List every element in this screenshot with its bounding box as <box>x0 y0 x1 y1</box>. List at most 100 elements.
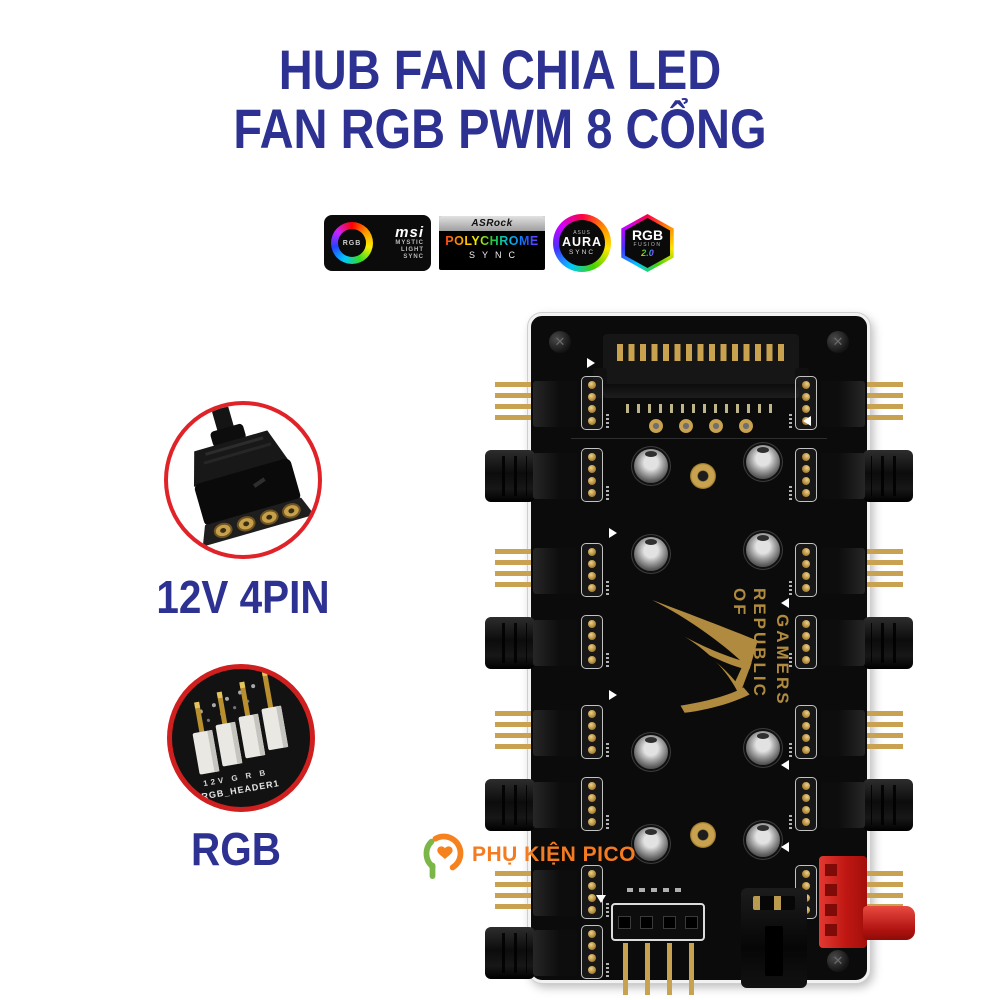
msi-brand: msi <box>395 224 424 241</box>
fan-plug-icon <box>863 450 913 502</box>
mounting-hole <box>690 822 716 848</box>
rgb-header-photo: 12V G R B RGB_HEADER1 <box>167 664 315 812</box>
rgb-sync-logo-strip: RGB msi MYSTIC LIGHT SYNC ASRock POLYCHR… <box>324 213 680 273</box>
pin1-arrow <box>781 598 789 608</box>
rog-text-line1: REPUBLIC OF <box>730 588 769 699</box>
pin-header <box>581 865 609 919</box>
fan-port-right-1 <box>787 375 903 433</box>
pico-p-icon <box>423 833 464 879</box>
capacitor-icon <box>746 823 780 857</box>
asrock-brand: ASRock <box>439 216 545 231</box>
screw-icon <box>827 331 849 353</box>
polychrome-label: POLYCHROME <box>439 234 545 248</box>
asus-aura-sync-logo: ASUS AURA SYNC <box>553 214 611 272</box>
connector-housing <box>533 870 577 916</box>
fusion-label: FUSION <box>633 242 662 248</box>
page-title: HUB FAN CHIA LED FAN RGB PWM 8 CỔNG <box>0 40 1000 158</box>
screw-icon <box>549 331 571 353</box>
fan-pins-icon <box>867 549 903 593</box>
red-connector-cap <box>863 906 915 940</box>
msi-mystic-light-logo: RGB msi MYSTIC LIGHT SYNC <box>324 215 431 271</box>
asrock-polychrome-logo: ASRock POLYCHROME SYNC <box>439 216 545 270</box>
connector-housing <box>533 620 577 666</box>
fan-plug-icon <box>485 450 543 502</box>
connector-housing <box>821 453 865 499</box>
fusion-version: 2.0 <box>641 248 654 258</box>
fan-pins-icon <box>495 871 531 915</box>
fan-port-right-3 <box>787 542 903 600</box>
connector-housing <box>533 453 577 499</box>
rgb-12v-output-header <box>611 903 705 941</box>
label-12v-4pin: 12V 4PIN <box>156 571 330 623</box>
capacitor-icon <box>634 449 668 483</box>
pin-header <box>795 615 817 669</box>
rgb-header-pins <box>623 943 695 995</box>
connector-housing <box>821 782 865 828</box>
title-line-1: HUB FAN CHIA LED <box>278 38 722 101</box>
fan-plug-icon <box>485 779 543 831</box>
pin-header <box>581 448 609 502</box>
connector-housing <box>533 548 577 594</box>
aura-inner: ASUS AURA SYNC <box>559 220 605 266</box>
rgb-header-icon: 12V G R B RGB_HEADER1 <box>192 669 289 802</box>
fan-port-right-5 <box>787 704 903 762</box>
red-connector <box>819 856 867 948</box>
msi-text: msi MYSTIC LIGHT SYNC <box>379 225 424 261</box>
pin1-arrow <box>587 358 595 368</box>
pin1-arrow <box>609 528 617 538</box>
fan-pins-icon <box>867 382 903 426</box>
rog-brand-text: REPUBLIC OF GAMERS <box>729 588 792 734</box>
fan-port-right-4 <box>787 614 913 672</box>
rog-text-line2: GAMERS <box>773 614 792 707</box>
sata-power-connector <box>593 334 809 398</box>
pin-header <box>795 777 817 831</box>
capacitor-icon <box>634 537 668 571</box>
pin-header <box>581 925 609 979</box>
capacitor-icon <box>634 827 668 861</box>
connector-housing <box>533 782 577 828</box>
fusion-inner: RGB FUSION 2.0 <box>624 218 671 268</box>
pin-header <box>581 376 609 430</box>
pin-header <box>795 448 817 502</box>
connector-housing <box>533 930 577 976</box>
pin1-arrow <box>781 842 789 852</box>
pin-header <box>581 543 609 597</box>
fan-plug-icon <box>863 617 913 669</box>
fan-plug-icon <box>863 779 913 831</box>
asrock-sync-label: SYNC <box>468 250 522 260</box>
3pin-connector <box>741 888 807 988</box>
pin-header <box>795 705 817 759</box>
12v-4pin-photo <box>164 401 322 559</box>
pin1-arrow <box>609 690 617 700</box>
fan-pins-icon <box>495 711 531 755</box>
aura-label: AURA <box>561 235 603 249</box>
pin1-arrow <box>803 416 811 426</box>
screw-icon <box>827 950 849 972</box>
fan-port-left-8 <box>485 924 611 982</box>
title-line-2: FAN RGB PWM 8 CỔNG <box>233 97 767 160</box>
solder-pad <box>709 419 723 433</box>
fan-port-left-7 <box>495 864 611 922</box>
fan-port-left-1 <box>495 375 611 433</box>
label-rgb: RGB <box>191 823 281 875</box>
rog-eye-logo <box>652 600 758 713</box>
pin-header <box>795 543 817 597</box>
pin1-arrow <box>781 760 789 770</box>
connector-housing <box>821 620 865 666</box>
fan-plug-icon <box>485 617 543 669</box>
watermark-logo: PHỤ KIỆN PICO <box>421 831 636 879</box>
fan-pins-icon <box>495 549 531 593</box>
msi-line1: MYSTIC <box>395 240 424 246</box>
fan-plug-icon <box>485 927 543 979</box>
pin1-arrow <box>596 895 606 903</box>
rgb-fusion-logo: RGB FUSION 2.0 <box>621 214 674 272</box>
fan-port-left-5 <box>495 704 611 762</box>
mounting-hole <box>690 463 716 489</box>
capacitor-icon <box>634 735 668 769</box>
msi-line2: LIGHT <box>401 247 424 253</box>
rgb-ring-icon: RGB <box>331 222 373 264</box>
aura-sync-label: SYNC <box>568 249 596 256</box>
pin-header <box>581 705 609 759</box>
solder-pad <box>649 419 663 433</box>
